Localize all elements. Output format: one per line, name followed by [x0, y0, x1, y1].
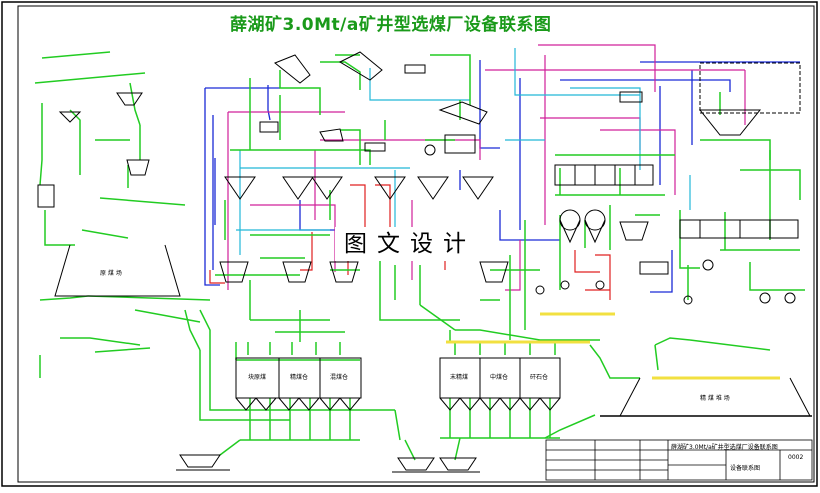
design-watermark: 图文设计 — [335, 227, 485, 261]
bin-label-3: 混煤仓 — [330, 374, 349, 381]
title-block-name: 薛湖矿3.0Mt/a矿井型选煤厂设备联系图 — [671, 444, 778, 451]
green-conveyor-network — [34, 51, 805, 461]
title-block — [545, 439, 813, 481]
bin-label-4: 末精煤 — [450, 374, 469, 381]
clean-coal-stockpile-label: 精 煤 堆 场 — [700, 395, 730, 402]
raw-coal-stockpile-label: 原 煤 场 — [100, 270, 122, 277]
drawing-title: 薛湖矿3.0Mt/a矿井型选煤厂设备联系图 — [230, 15, 552, 35]
bin-label-1: 块原煤 — [248, 374, 267, 381]
bin-label-6: 矸石仓 — [530, 374, 549, 381]
raw-coal-stockpile — [54, 244, 181, 297]
heavy-medium-cyclone-group — [224, 176, 494, 200]
equipment-symbols — [37, 51, 812, 473]
bin-label-5: 中煤仓 — [490, 374, 509, 381]
cyan-pipe-network — [236, 48, 691, 260]
yellow-tripper-conveyors — [446, 312, 780, 380]
drawing-inner-border — [17, 5, 815, 483]
title-block-sheet-name: 设备联系图 — [730, 465, 761, 472]
bin-label-2: 精煤仓 — [290, 374, 309, 381]
blue-pipe-network — [204, 60, 800, 293]
title-block-sheet-no: 0002 — [788, 454, 804, 461]
